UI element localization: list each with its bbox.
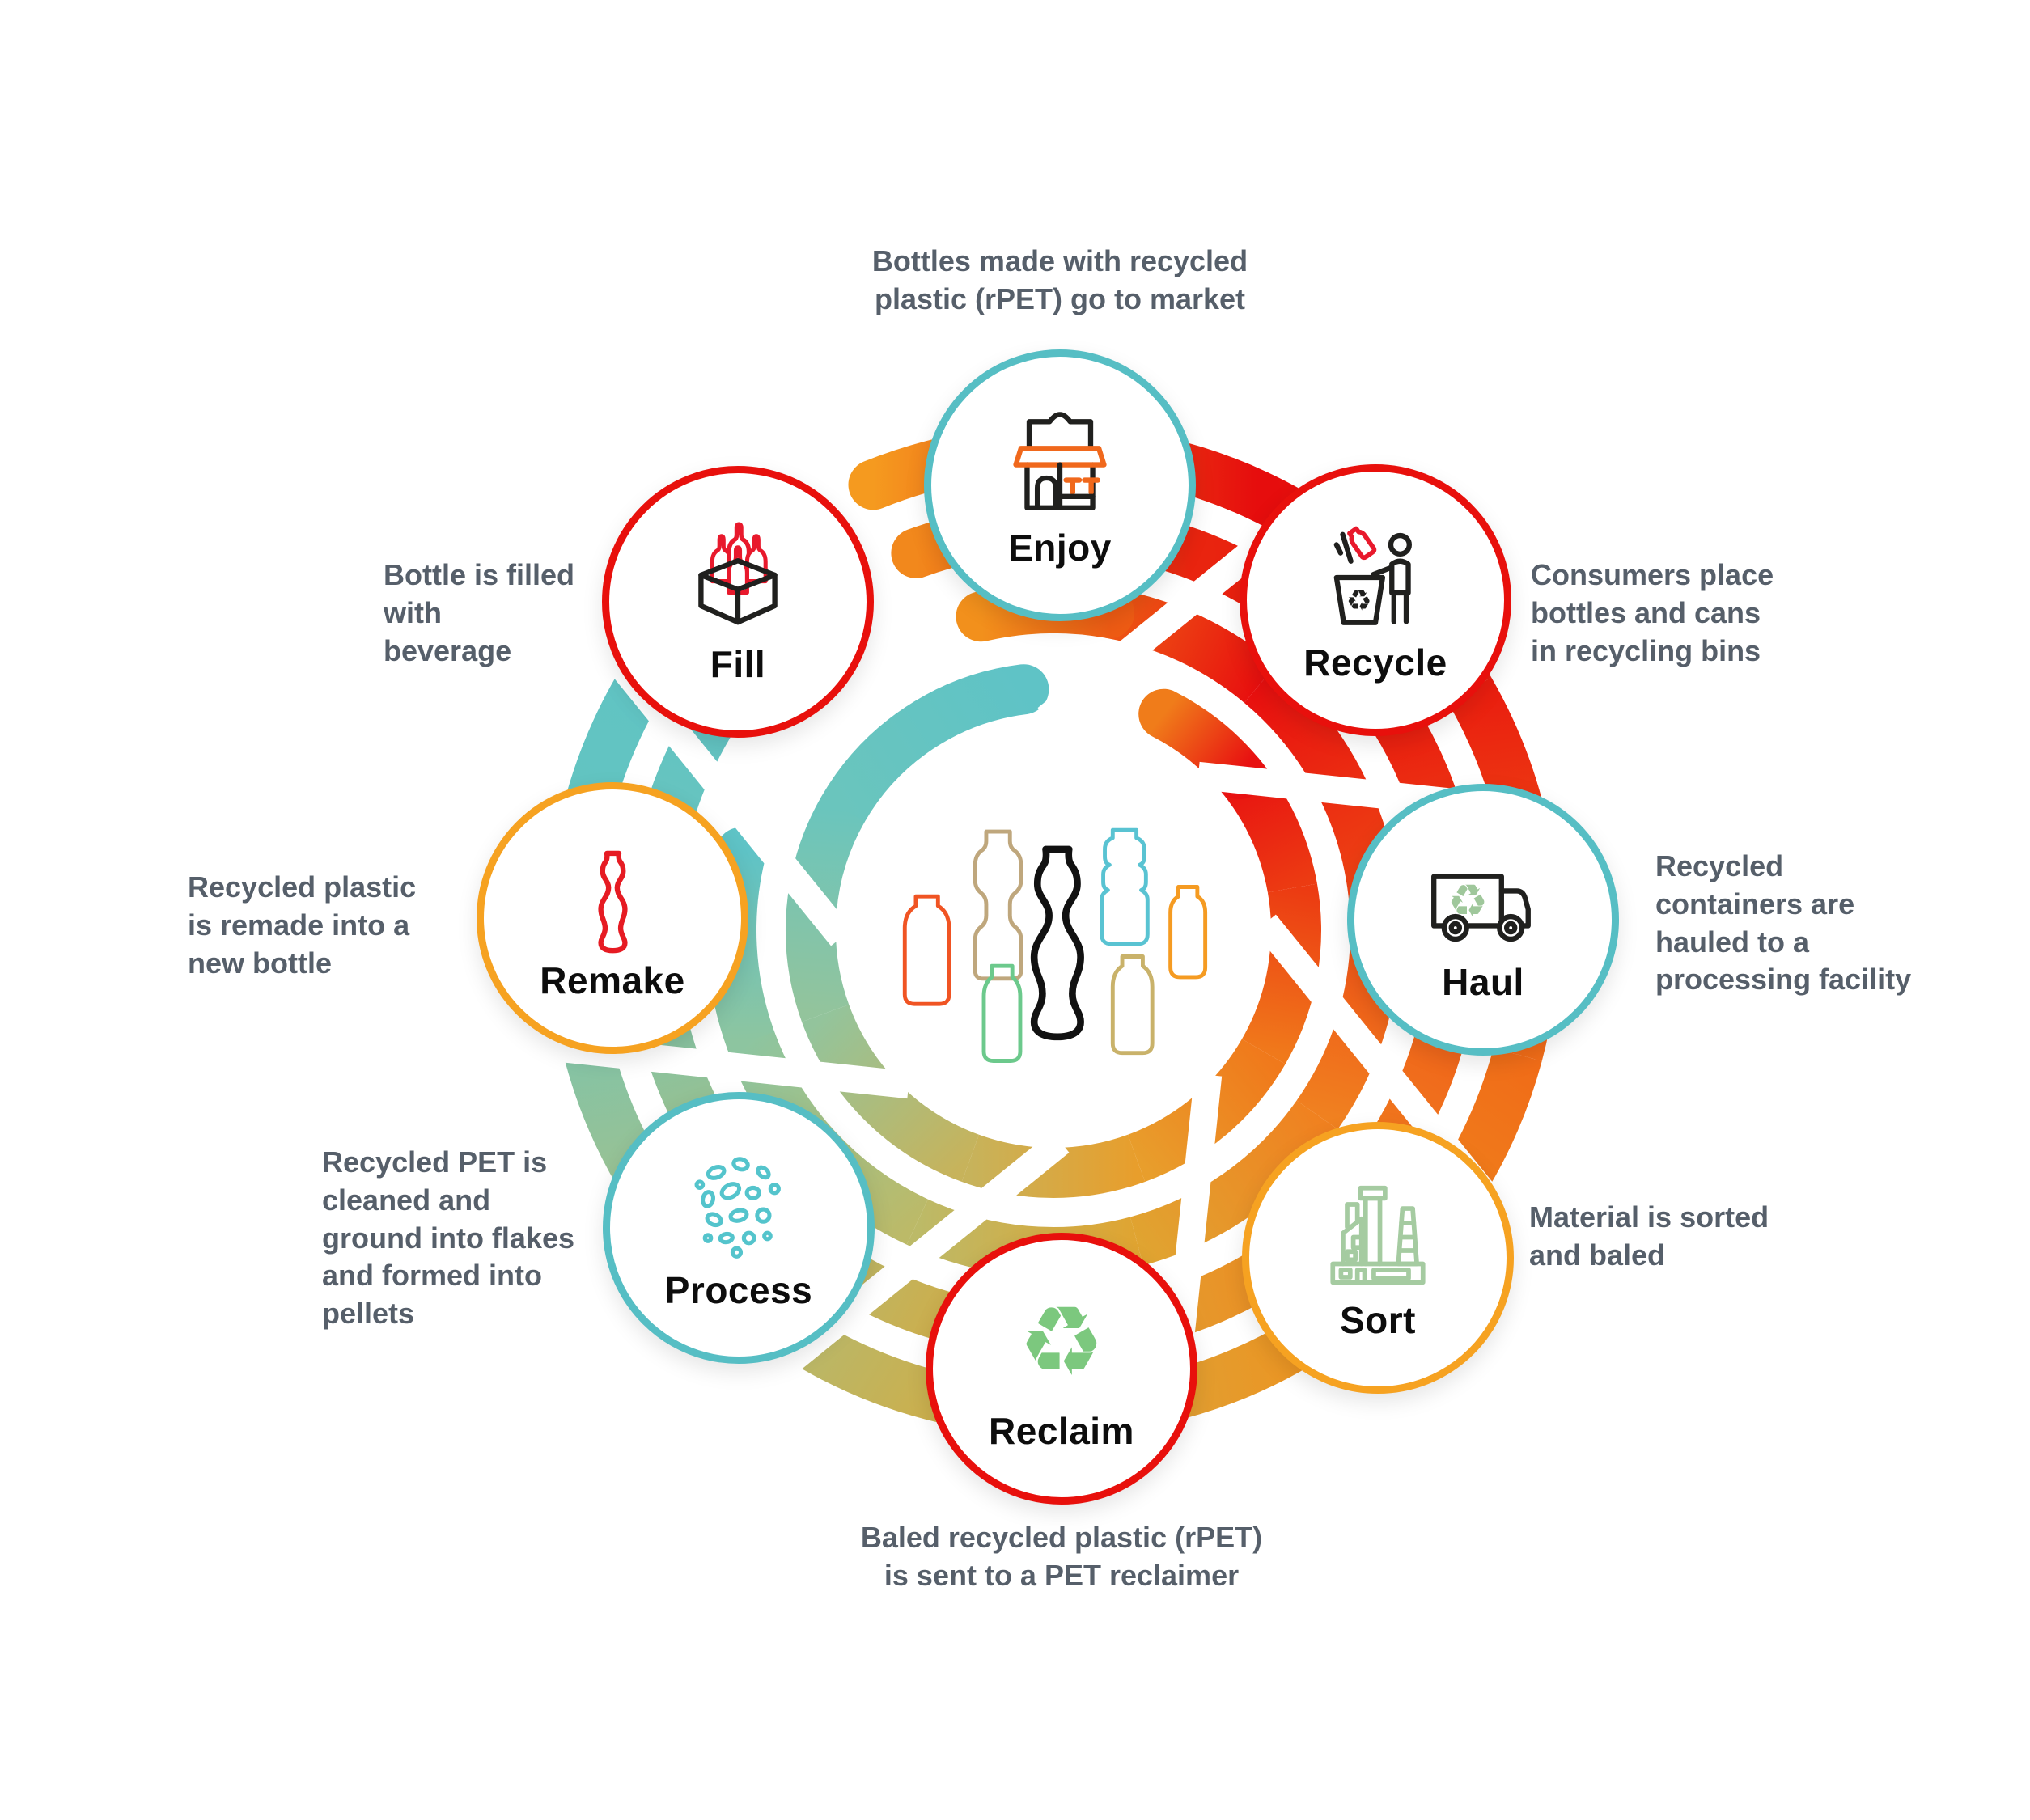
node-label-sort: Sort <box>1340 1299 1416 1341</box>
node-label-process: Process <box>664 1269 813 1311</box>
node-enjoy: Enjoy <box>924 349 1196 621</box>
bottle-crate-icon <box>698 522 778 625</box>
node-fill: Fill <box>602 466 874 738</box>
node-label-enjoy: Enjoy <box>1008 527 1112 569</box>
storefront-icon <box>1013 412 1107 510</box>
teal-water-bottle <box>1100 827 1150 946</box>
annotation-sort: Material is sorted and baled <box>1529 1200 1769 1272</box>
contour-bottle-icon <box>598 850 628 954</box>
gold-bottle <box>1110 954 1155 1056</box>
recycling-symbol-icon: ♻ <box>1019 1285 1105 1398</box>
svg-text:♻: ♻ <box>1019 1285 1105 1398</box>
node-label-reclaim: Reclaim <box>989 1410 1134 1452</box>
node-haul: ♻ Haul <box>1347 784 1619 1056</box>
annotation-enjoy: Bottles made with recycled plastic (rPET… <box>871 244 1248 315</box>
node-sort: Sort <box>1242 1122 1514 1394</box>
node-reclaim: ♻ Reclaim <box>926 1233 1197 1505</box>
recycling-truck-icon: ♻ <box>1431 874 1531 942</box>
node-process: Process <box>603 1092 875 1364</box>
factory-icon <box>1330 1185 1426 1285</box>
annotation-remake: Recycled plastic is remade into a new bo… <box>188 870 417 980</box>
annotation-process: Recycled PET is cleaned and ground into … <box>322 1145 575 1331</box>
annotation-haul: Recycled containers are hauled to a proc… <box>1655 849 1912 997</box>
annotation-fill: Bottle is filled with beverage <box>384 558 575 667</box>
green-bottle <box>981 963 1023 1063</box>
orange-bottle <box>1168 885 1208 980</box>
orange-red-bottle <box>902 894 951 1006</box>
person-recycling-bin-icon: ♻ <box>1333 526 1412 625</box>
flakes-pellets-icon <box>694 1157 781 1259</box>
node-remake: Remake <box>477 782 748 1054</box>
node-label-remake: Remake <box>540 959 685 1001</box>
black-contour-bottle <box>1030 845 1084 1041</box>
annotation-reclaim: Baled recycled plastic (rPET) is sent to… <box>860 1521 1263 1592</box>
annotation-recycle: Consumers place bottles and cans in recy… <box>1531 558 1774 667</box>
node-label-fill: Fill <box>710 643 766 685</box>
svg-text:♻: ♻ <box>1346 585 1372 618</box>
node-recycle: ♻ Recycle <box>1240 464 1511 736</box>
node-label-recycle: Recycle <box>1303 641 1447 684</box>
node-label-haul: Haul <box>1442 961 1524 1003</box>
center-bottles-graphic <box>902 827 1208 1063</box>
tan-bottle <box>973 829 1023 981</box>
